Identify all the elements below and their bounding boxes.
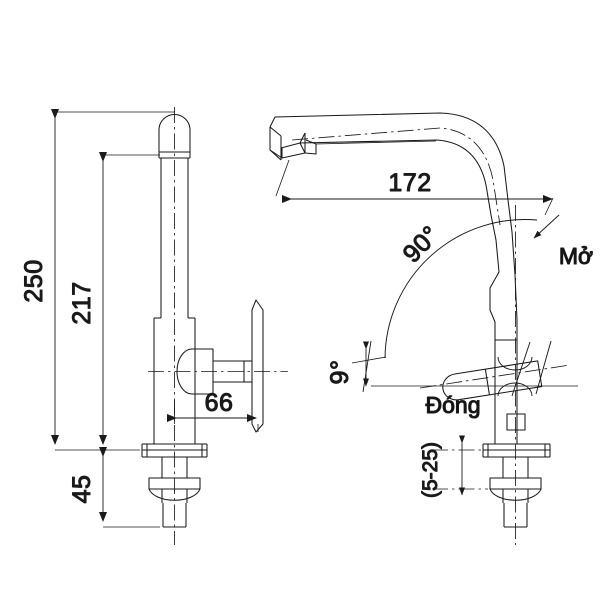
right-view-body-column [489,231,526,444]
dimension-deck-thickness: (5-25) [418,435,488,499]
open-label: Mở [559,243,593,269]
dimension-217-label: 217 [68,281,96,324]
swivel-arc-90 [384,219,538,359]
dimension-deck-thickness-label: (5-25) [419,442,442,498]
right-view-handle [442,340,552,401]
dimension-250: 250 [19,109,175,451]
dimension-66-label: 66 [205,389,234,417]
dimension-250-label: 250 [20,259,48,302]
dimension-172: 172 [275,159,554,216]
right-view-handle-axis [419,364,571,389]
angle-9-label: 9° [326,360,354,385]
dimension-45: 45 [67,447,160,528]
open-indicator [533,214,560,239]
right-view-spout-centerline [291,127,501,226]
dimension-66: 66 [167,388,259,432]
angle-90-label: 90° [398,221,445,269]
dimension-217: 217 [67,152,160,445]
closed-label: Đóng [426,392,481,418]
dimension-172-label: 172 [388,169,431,197]
dimension-45-label: 45 [68,475,96,504]
closed-angle-indicator [351,340,387,393]
right-view-mounting-hardware [482,443,551,528]
right-view-spout [269,112,513,241]
